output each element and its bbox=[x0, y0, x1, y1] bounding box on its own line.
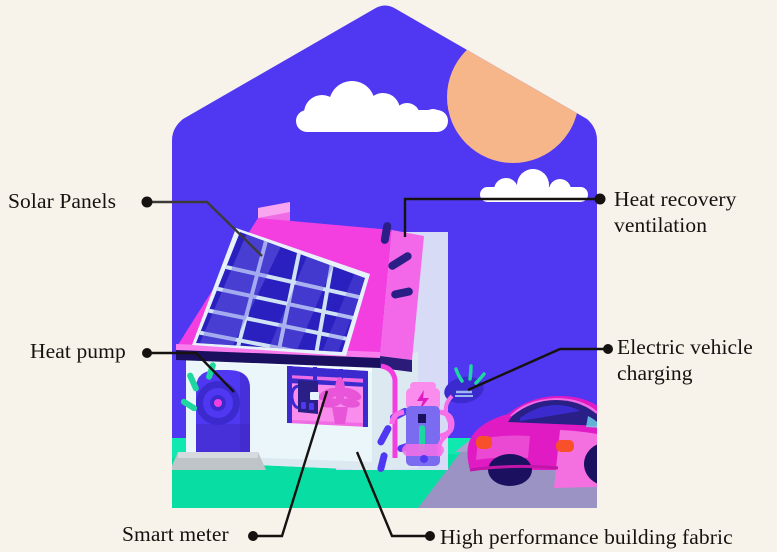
hrv-vent-icon bbox=[380, 222, 413, 299]
callout-label-heat-recovery-ventilation: Heat recovery ventilation bbox=[614, 187, 737, 237]
airflow-marks bbox=[180, 362, 216, 412]
leader-electric-vehicle-charging bbox=[467, 344, 613, 392]
air-source-heat-pump bbox=[172, 370, 266, 470]
callout-label-electric-vehicle-charging: Electric vehicle charging bbox=[617, 335, 753, 385]
house-plant bbox=[318, 377, 362, 424]
leader-heat-recovery-ventilation bbox=[403, 193, 606, 237]
ev-charging-post bbox=[389, 364, 486, 466]
electric-car bbox=[467, 396, 597, 488]
smart-meter-box bbox=[290, 380, 319, 414]
leader-solar-panels bbox=[141, 196, 263, 257]
callout-label-smart-meter: Smart meter bbox=[122, 522, 229, 546]
solar-panel bbox=[192, 228, 370, 356]
cloud-large bbox=[296, 81, 448, 132]
leader-heat-pump bbox=[142, 348, 235, 393]
callout-leaders bbox=[141, 193, 613, 541]
downpipe bbox=[380, 363, 398, 458]
callout-label-solar-panels: Solar Panels bbox=[8, 189, 117, 213]
callout-label-high-performance-building-fabric: High performance building fabric bbox=[440, 525, 733, 549]
leader-high-performance-building-fabric bbox=[355, 451, 435, 541]
leader-smart-meter bbox=[248, 390, 329, 541]
callout-label-heat-pump: Heat pump bbox=[30, 339, 126, 363]
